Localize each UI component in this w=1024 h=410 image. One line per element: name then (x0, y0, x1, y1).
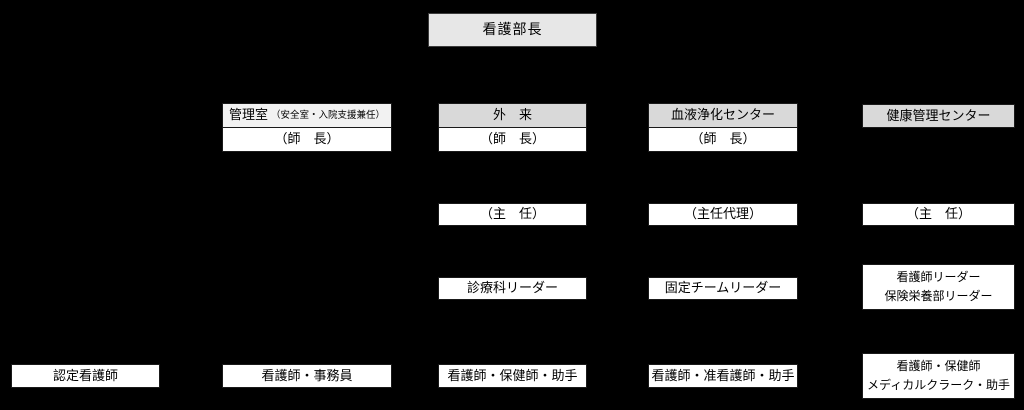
org-node-outpatient-header: 外 来 (438, 103, 587, 128)
org-node-health-management-head-nurse: （主 任） (862, 203, 1015, 226)
admin-office-note: （安全室・入院支援兼任） (271, 109, 386, 121)
org-node-admin-chief-nurse: （師 長） (222, 127, 392, 152)
org-node-blood-purification-acting-head: （主任代理） (648, 203, 798, 226)
org-node-admin-staff: 看護師・事務員 (222, 364, 392, 388)
org-node-health-management-leaders: 看護師リーダー 保険栄養部リーダー (862, 264, 1015, 310)
org-node-blood-purification-chief-nurse: （師 長） (648, 127, 798, 152)
health-management-leader-line1: 看護師リーダー (896, 270, 981, 285)
org-node-admin-office-header: 管理室 （安全室・入院支援兼任） (222, 103, 392, 128)
admin-office-label: 管理室 (228, 107, 268, 123)
org-node-health-management-staff: 看護師・保健師 メディカルクラーク・助手 (862, 353, 1015, 399)
health-management-staff-line2: メディカルクラーク・助手 (867, 378, 1010, 392)
org-node-health-management-header: 健康管理センター (862, 104, 1015, 128)
health-management-leader-line2: 保険栄養部リーダー (884, 289, 993, 303)
org-node-blood-purification-header: 血液浄化センター (648, 103, 798, 128)
org-node-outpatient-staff: 看護師・保健師・助手 (438, 364, 587, 388)
org-node-certified-nurse: 認定看護師 (11, 364, 160, 388)
health-management-staff-line1: 看護師・保健師 (896, 359, 981, 374)
org-node-outpatient-chief-nurse: （師 長） (438, 127, 587, 152)
org-node-blood-purification-staff: 看護師・准看護師・助手 (648, 364, 798, 388)
org-node-blood-purification-leader: 固定チームリーダー (648, 277, 798, 300)
org-node-outpatient-head-nurse: （主 任） (438, 203, 587, 226)
org-node-nursing-director: 看護部長 (428, 13, 597, 47)
org-node-outpatient-leader: 診療科リーダー (438, 277, 587, 300)
